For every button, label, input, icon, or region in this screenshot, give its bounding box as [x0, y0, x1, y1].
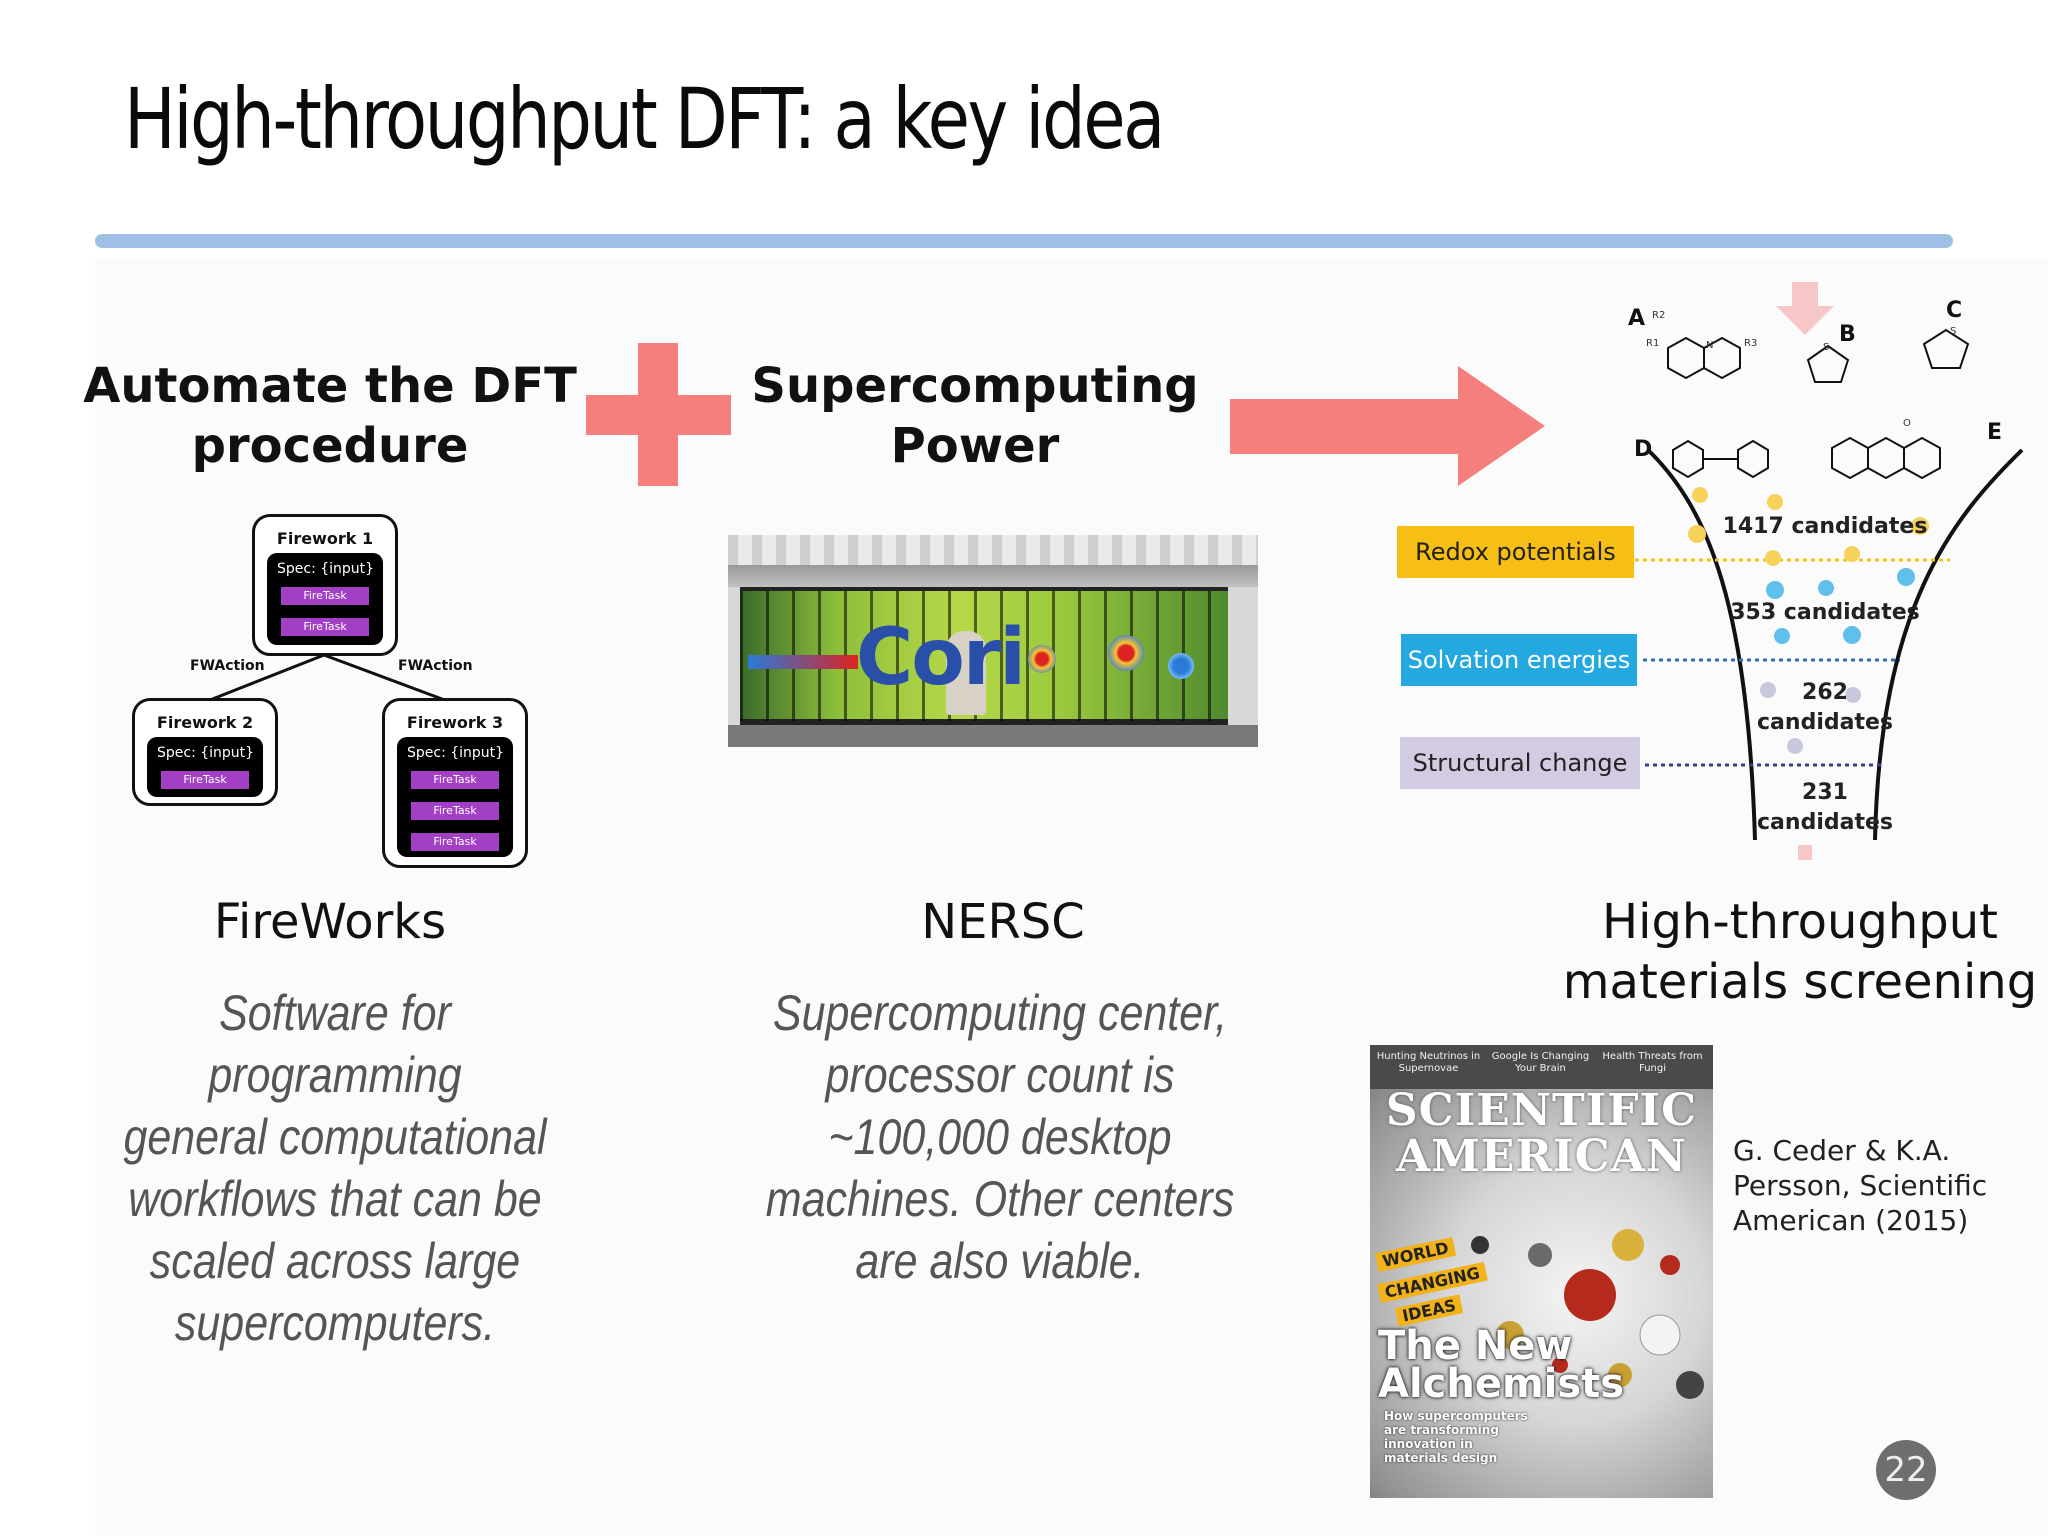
- citation-line: Persson, Scientific: [1733, 1169, 1988, 1202]
- molecule-label-d: D: [1634, 437, 1653, 462]
- firework-3-spec-label: Spec: {input}: [407, 745, 505, 761]
- slide-title: High-throughput DFT: a key idea: [124, 70, 1165, 168]
- magazine-subtext-line: materials design: [1384, 1451, 1498, 1465]
- plus-icon: [586, 343, 731, 486]
- candidates-262-label: candidates: [1757, 710, 1893, 735]
- magazine-top-bar: Hunting Neutrinos in Supernovae Google I…: [1370, 1045, 1713, 1089]
- atom-label: S: [1823, 342, 1830, 353]
- nersc-name: NERSC: [921, 894, 1085, 950]
- fireworks-description: Software for programming general computa…: [99, 982, 572, 1354]
- screening-heading: High-throughput materials screening: [1555, 892, 2045, 1012]
- citation-line: American (2015): [1733, 1204, 1969, 1237]
- nersc-desc-line: are also viable.: [855, 1233, 1145, 1289]
- firework-2: Firework 2 Spec: {input} FireTask: [132, 698, 278, 806]
- supercomputing-heading-line2: Power: [890, 418, 1060, 474]
- magazine-name-line2: AMERICAN: [1396, 1131, 1687, 1182]
- nersc-desc-line: Supercomputing center,: [772, 985, 1228, 1041]
- magazine-headline-line2: Alchemists: [1378, 1361, 1625, 1407]
- screening-heading-line1: High-throughput: [1602, 894, 1998, 950]
- substituent-label: R1: [1646, 338, 1660, 349]
- supercomputer-photo: Cori: [728, 535, 1258, 747]
- fireworks-desc-line: general computational: [123, 1109, 547, 1165]
- funnel-graphic: [1635, 282, 2024, 860]
- automate-heading-line1: Automate the DFT: [83, 358, 577, 414]
- magazine-subtext-line: innovation in: [1384, 1437, 1473, 1451]
- firework-3: Firework 3 Spec: {input} FireTask FireTa…: [382, 698, 528, 868]
- firework-3-title: Firework 3: [406, 713, 504, 732]
- firework-2-spec-label: Spec: {input}: [157, 745, 255, 761]
- citation: G. Ceder & K.A. Persson, Scientific Amer…: [1733, 1133, 1987, 1238]
- candidates-262-number: 262: [1802, 680, 1848, 705]
- scientific-american-cover: Hunting Neutrinos in Supernovae Google I…: [1370, 1045, 1713, 1498]
- right-arrow-icon: [1230, 366, 1545, 486]
- nersc-description: Supercomputing center, processor count i…: [759, 982, 1241, 1292]
- screening-funnel-diagram: A B C D E R2 R1 R3 N S S O 1417 candidat…: [1390, 280, 2030, 860]
- molecule-label-e: E: [1987, 420, 2003, 445]
- atom-label: N: [1706, 340, 1714, 351]
- candidates-353: 353 candidates: [1730, 600, 1920, 625]
- fwaction-right: FWAction: [398, 658, 473, 674]
- atom-label: O: [1903, 418, 1911, 429]
- fireworks-desc-line: supercomputers.: [174, 1295, 496, 1351]
- citation-line: G. Ceder & K.A.: [1733, 1134, 1951, 1167]
- content-panel: [95, 258, 2048, 1536]
- magazine-teaser: Hunting Neutrinos in Supernovae: [1376, 1051, 1481, 1074]
- title-divider: [95, 234, 1953, 248]
- magazine-subtext-line: are transforming: [1384, 1423, 1499, 1437]
- nersc-desc-line: processor count is: [825, 1047, 1175, 1103]
- candidates-231-number: 231: [1802, 780, 1848, 805]
- firework-2-title: Firework 2: [156, 713, 254, 732]
- nersc-desc-line: ~100,000 desktop: [828, 1109, 1172, 1165]
- supercomputing-heading: Supercomputing Power: [735, 356, 1215, 476]
- magazine-teaser: Health Threats from Fungi: [1602, 1051, 1703, 1074]
- molecule-label-b: B: [1839, 322, 1856, 347]
- firetask: FireTask: [281, 587, 369, 605]
- filter-structural-change: Structural change: [1400, 737, 1640, 789]
- filter-solvation-energies: Solvation energies: [1401, 634, 1637, 686]
- molecule-label-c: C: [1946, 298, 1963, 323]
- substituent-label: R3: [1744, 338, 1758, 349]
- firework-1: Firework 1 Spec: {input} FireTask FireTa…: [252, 514, 398, 656]
- fireworks-name: FireWorks: [213, 894, 447, 950]
- firework-3-spec: Spec: {input} FireTask FireTask FireTask: [397, 737, 513, 857]
- fwaction-left: FWAction: [190, 658, 265, 674]
- firetask: FireTask: [411, 771, 499, 789]
- automate-heading: Automate the DFT procedure: [70, 356, 590, 476]
- fireworks-desc-line: workflows that can be: [128, 1171, 542, 1227]
- candidates-1417: 1417 candidates: [1722, 514, 1928, 539]
- firetask: FireTask: [411, 802, 499, 820]
- substituent-label: R2: [1652, 310, 1666, 321]
- magazine-name-line1: SCIENTIFIC: [1385, 1085, 1698, 1136]
- candidates-262: 262 candidates: [1750, 678, 1900, 738]
- automate-heading-line2: procedure: [191, 418, 469, 474]
- firetask: FireTask: [281, 618, 369, 636]
- firetask: FireTask: [161, 771, 249, 789]
- filter-redox-potentials: Redox potentials: [1397, 526, 1634, 578]
- fireworks-desc-line: scaled across large: [149, 1233, 521, 1289]
- candidates-231-label: candidates: [1757, 810, 1893, 835]
- firetask: FireTask: [411, 833, 499, 851]
- cori-logo: Cori: [856, 613, 1026, 703]
- fireworks-connectors: [209, 653, 451, 704]
- magazine-teaser: Google Is Changing Your Brain: [1491, 1051, 1590, 1074]
- candidate-dots: [1688, 487, 1929, 754]
- screening-heading-line2: materials screening: [1562, 954, 2038, 1010]
- fireworks-desc-line: Software for programming: [208, 985, 462, 1103]
- firework-1-spec-label: Spec: {input}: [277, 561, 375, 577]
- magazine-subtext-line: How supercomputers: [1384, 1409, 1528, 1423]
- molecule-label-a: A: [1628, 306, 1646, 331]
- magazine-spheres: [1471, 1229, 1704, 1399]
- candidates-231: 231 candidates: [1750, 778, 1900, 838]
- nersc-desc-line: machines. Other centers: [765, 1171, 1235, 1227]
- firework-1-title: Firework 1: [276, 529, 374, 548]
- page-number: 22: [1876, 1440, 1936, 1500]
- atom-label: S: [1950, 326, 1957, 337]
- firework-2-spec: Spec: {input} FireTask: [147, 737, 263, 797]
- magazine-headline-line1: The New: [1378, 1323, 1573, 1369]
- fireworks-diagram: Firework 1 Spec: {input} FireTask FireTa…: [130, 510, 540, 870]
- supercomputing-heading-line1: Supercomputing: [751, 358, 1199, 414]
- firework-1-spec: Spec: {input} FireTask FireTask: [267, 553, 383, 645]
